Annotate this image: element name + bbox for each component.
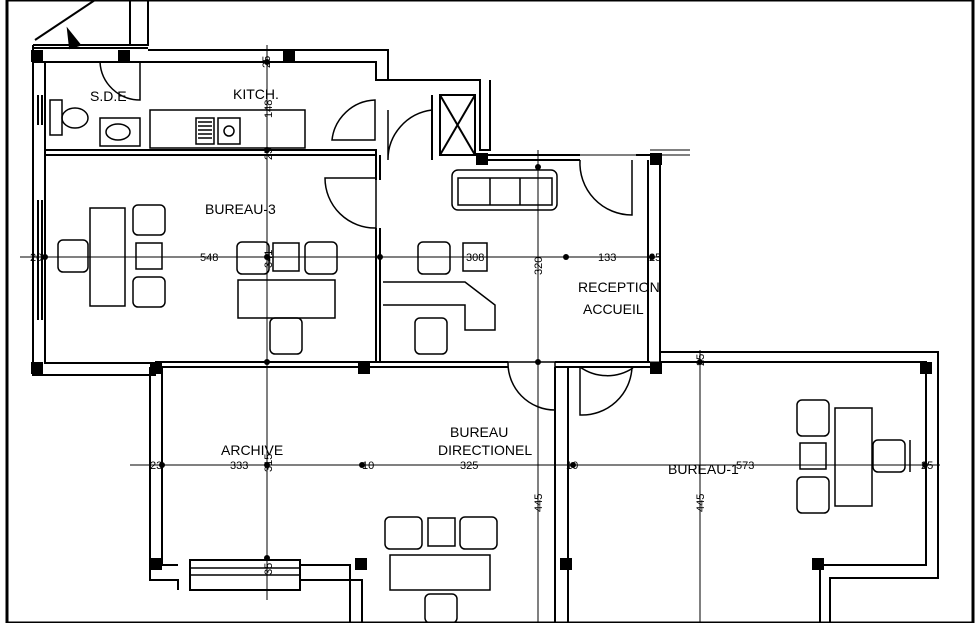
dim-label: 25 xyxy=(263,148,275,160)
room-label-bureau-directionel-1: BUREAU xyxy=(450,424,508,440)
room-label-bureau1: BUREAU-1 xyxy=(668,461,739,477)
columns[interactable] xyxy=(31,50,932,570)
dim-label: 573 xyxy=(736,460,754,472)
room-label-archive: ARCHIVE xyxy=(221,442,283,458)
door-swings[interactable] xyxy=(99,61,634,416)
dim-label: 548 xyxy=(200,252,218,264)
dim-label: 20 xyxy=(30,252,42,264)
room-label-bureau-directionel-2: DIRECTIONEL xyxy=(438,442,532,458)
room-label-sde: S.D.E xyxy=(90,88,127,104)
dim-label: 25 xyxy=(921,460,933,472)
dim-label: 341 xyxy=(263,250,275,268)
dim-label: 308 xyxy=(466,252,484,264)
dim-label: 445 xyxy=(695,494,707,512)
entry-door-arc[interactable] xyxy=(34,0,96,50)
dim-label: 320 xyxy=(533,257,545,275)
dim-label: 35 xyxy=(263,563,275,575)
dimension-lines xyxy=(20,45,940,623)
dim-label: 23 xyxy=(150,460,162,472)
dim-label: 315 xyxy=(263,454,275,472)
dim-label: 148 xyxy=(263,100,275,118)
dim-label: 10 xyxy=(566,460,578,472)
dim-label: 25 xyxy=(649,252,661,264)
dim-label: 445 xyxy=(533,494,545,512)
dim-label: 25 xyxy=(261,56,273,68)
walls xyxy=(32,0,939,623)
room-label-accueil: ACCUEIL xyxy=(583,301,644,317)
furniture[interactable] xyxy=(49,99,911,623)
room-label-bureau3: BUREAU-3 xyxy=(205,201,276,217)
dim-label: 133 xyxy=(598,252,616,264)
dim-label: 10 xyxy=(362,460,374,472)
dim-label: 25 xyxy=(695,354,707,366)
room-label-reception: RECEPTION xyxy=(578,279,660,295)
drawing-frame xyxy=(5,0,975,623)
dim-label: 325 xyxy=(460,460,478,472)
dim-label: 333 xyxy=(230,460,248,472)
room-label-kitchen: KITCH. xyxy=(233,86,279,102)
dimension-ticks xyxy=(42,59,928,561)
